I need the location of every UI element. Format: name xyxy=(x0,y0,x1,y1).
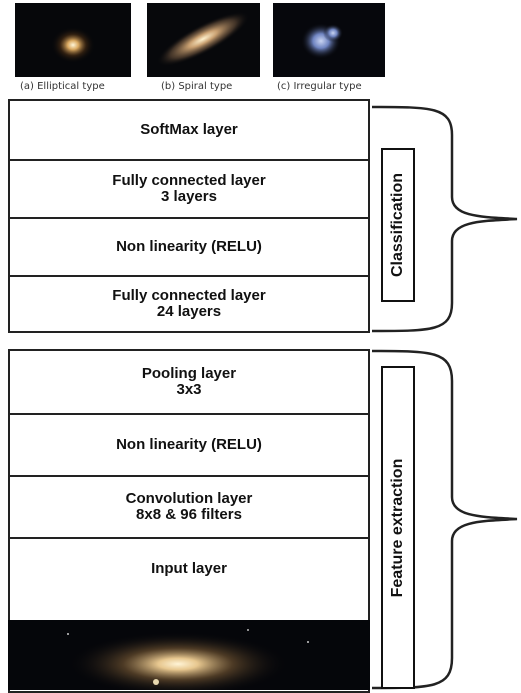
spiral-caption: (b) Spiral type xyxy=(161,81,233,92)
relu-layer-feature: Non linearity (RELU) xyxy=(10,413,368,475)
layer-title: Non linearity (RELU) xyxy=(116,238,262,255)
irregular-caption: (c) Irregular type xyxy=(277,81,362,92)
layer-title: Input layer xyxy=(151,559,227,577)
irregular-galaxy-image xyxy=(273,3,385,77)
layer-title: Fully connected layer xyxy=(112,287,266,304)
layer-subtitle: 3x3 xyxy=(176,381,202,398)
feature-extraction-brace xyxy=(371,349,521,690)
layer-title: Non linearity (RELU) xyxy=(116,436,262,453)
elliptical-galaxy-image xyxy=(15,3,131,77)
fully-connected-layer-3: Fully connected layer 3 layers xyxy=(10,159,368,217)
layer-title: SoftMax layer xyxy=(140,121,238,138)
elliptical-caption: (a) Elliptical type xyxy=(20,81,105,92)
classification-brace xyxy=(371,105,521,333)
classification-stack: SoftMax layer Fully connected layer 3 la… xyxy=(8,99,370,333)
layer-title: Fully connected layer xyxy=(112,172,266,189)
classification-label: Classification xyxy=(389,172,406,278)
layer-subtitle: 8x8 & 96 filters xyxy=(136,506,242,523)
relu-layer-classification: Non linearity (RELU) xyxy=(10,217,368,275)
pooling-layer: Pooling layer 3x3 xyxy=(10,351,368,413)
input-galaxy-image xyxy=(8,620,370,690)
layer-subtitle: 3 layers xyxy=(161,188,217,205)
layer-title: Pooling layer xyxy=(141,365,237,382)
layer-title: Convolution layer xyxy=(125,490,253,507)
feature-extraction-label: Feature extraction xyxy=(389,458,406,597)
convolution-layer: Convolution layer 8x8 & 96 filters xyxy=(10,475,368,537)
fully-connected-layer-24: Fully connected layer 24 layers xyxy=(10,275,368,331)
layer-subtitle: 24 layers xyxy=(156,303,222,320)
softmax-layer: SoftMax layer xyxy=(10,101,368,159)
feature-extraction-label-box: Feature extraction xyxy=(381,366,415,689)
spiral-galaxy-image xyxy=(147,3,260,77)
input-layer: Input layer xyxy=(10,537,368,598)
classification-label-box: Classification xyxy=(381,148,415,302)
